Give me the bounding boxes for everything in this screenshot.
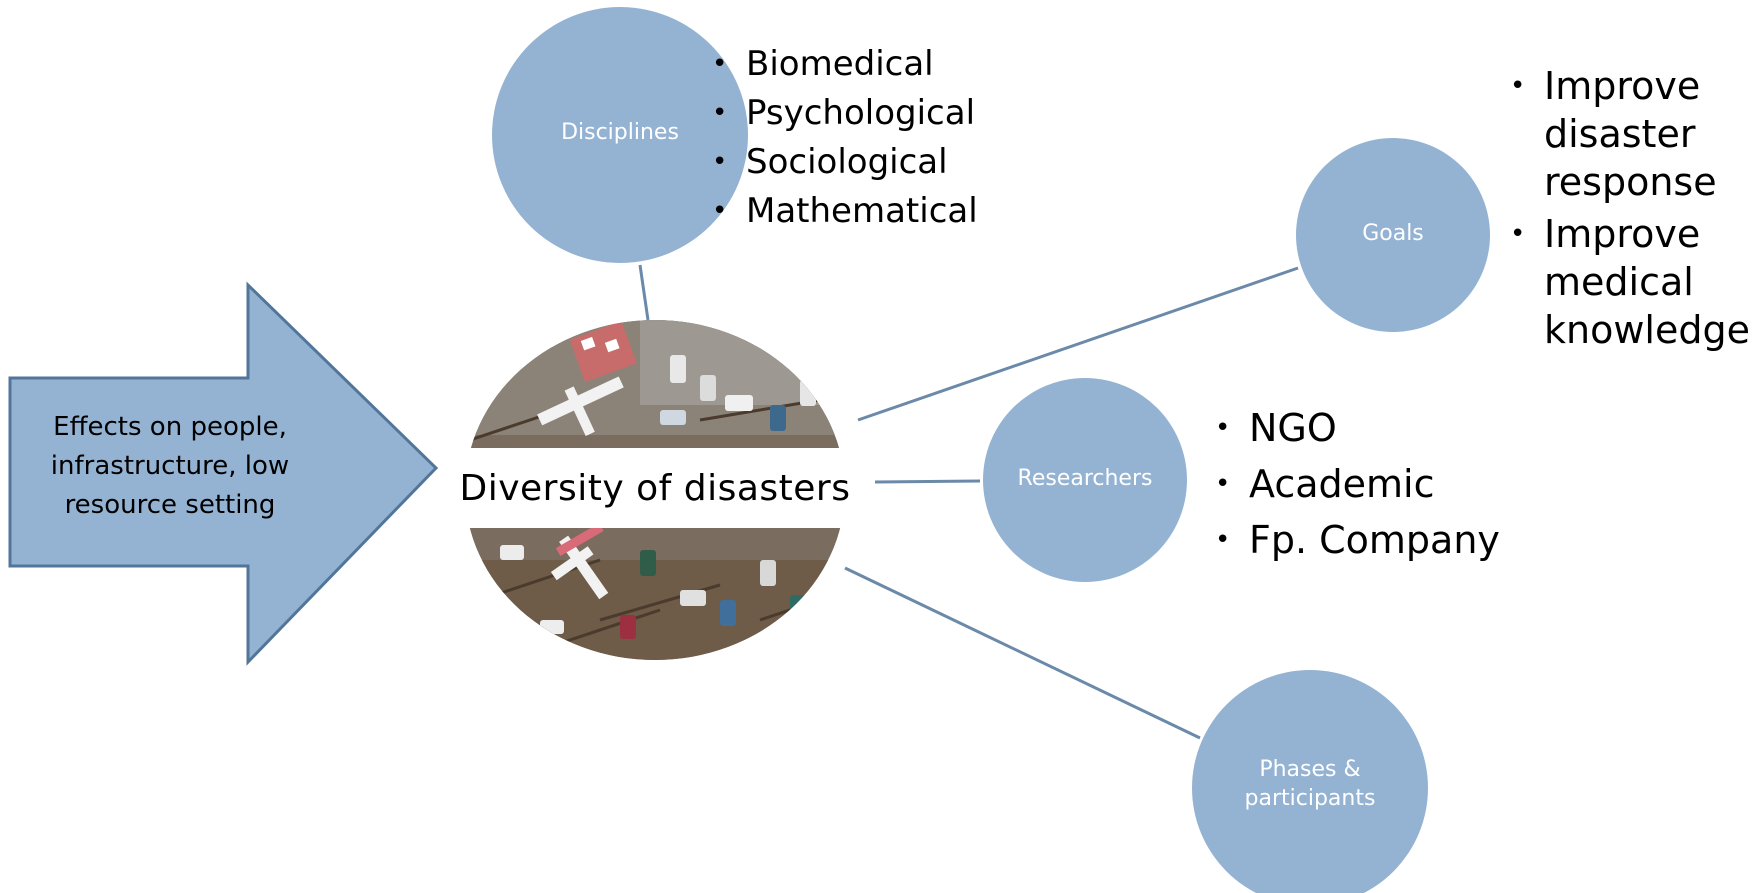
connector-lines [638,264,1299,740]
disciplines-label: Disciplines [561,120,679,145]
connector-phases [844,566,1201,740]
effects-arrow-text: Effects on people, infrastructure, low r… [20,408,320,525]
phases-label-line-1: Phases & [1259,757,1361,782]
effects-arrow [8,281,439,666]
goals-list: • Improve disaster response • Improve me… [1510,62,1750,358]
phases-bubble [1192,670,1428,893]
goals-bubble [1296,138,1490,332]
connector-goals [857,266,1299,422]
list-item: •NGO [1215,406,1337,450]
list-item: •Biomedical [712,44,934,84]
disciplines-bubble [492,7,748,263]
arrow-line-1: Effects on people, [53,412,287,442]
list-item: •Fp. Company [1215,518,1500,562]
arrow-line-3: resource setting [64,490,276,520]
connector-researchers [874,479,981,484]
center-title: Diversity of disasters [440,448,870,528]
researchers-list: •NGO •Academic •Fp. Company [1215,400,1500,568]
arrow-line-2: infrastructure, low [50,451,290,481]
list-item: •Mathematical [712,191,978,231]
list-item: •Academic [1215,462,1435,506]
list-item: •Psychological [712,93,976,133]
list-item: • Improve disaster response [1510,64,1717,204]
goals-label: Goals [1362,221,1424,246]
list-item: • Improve medical knowledge [1510,212,1750,352]
phases-label: Phases & participants [1220,756,1400,813]
researchers-bubble [983,378,1187,582]
list-item: •Sociological [712,142,948,182]
researchers-label: Researchers [1017,466,1153,491]
phases-label-line-2: participants [1244,785,1376,811]
disciplines-list: •Biomedical •Psychological •Sociological… [712,40,978,236]
connector-disciplines [638,264,650,321]
